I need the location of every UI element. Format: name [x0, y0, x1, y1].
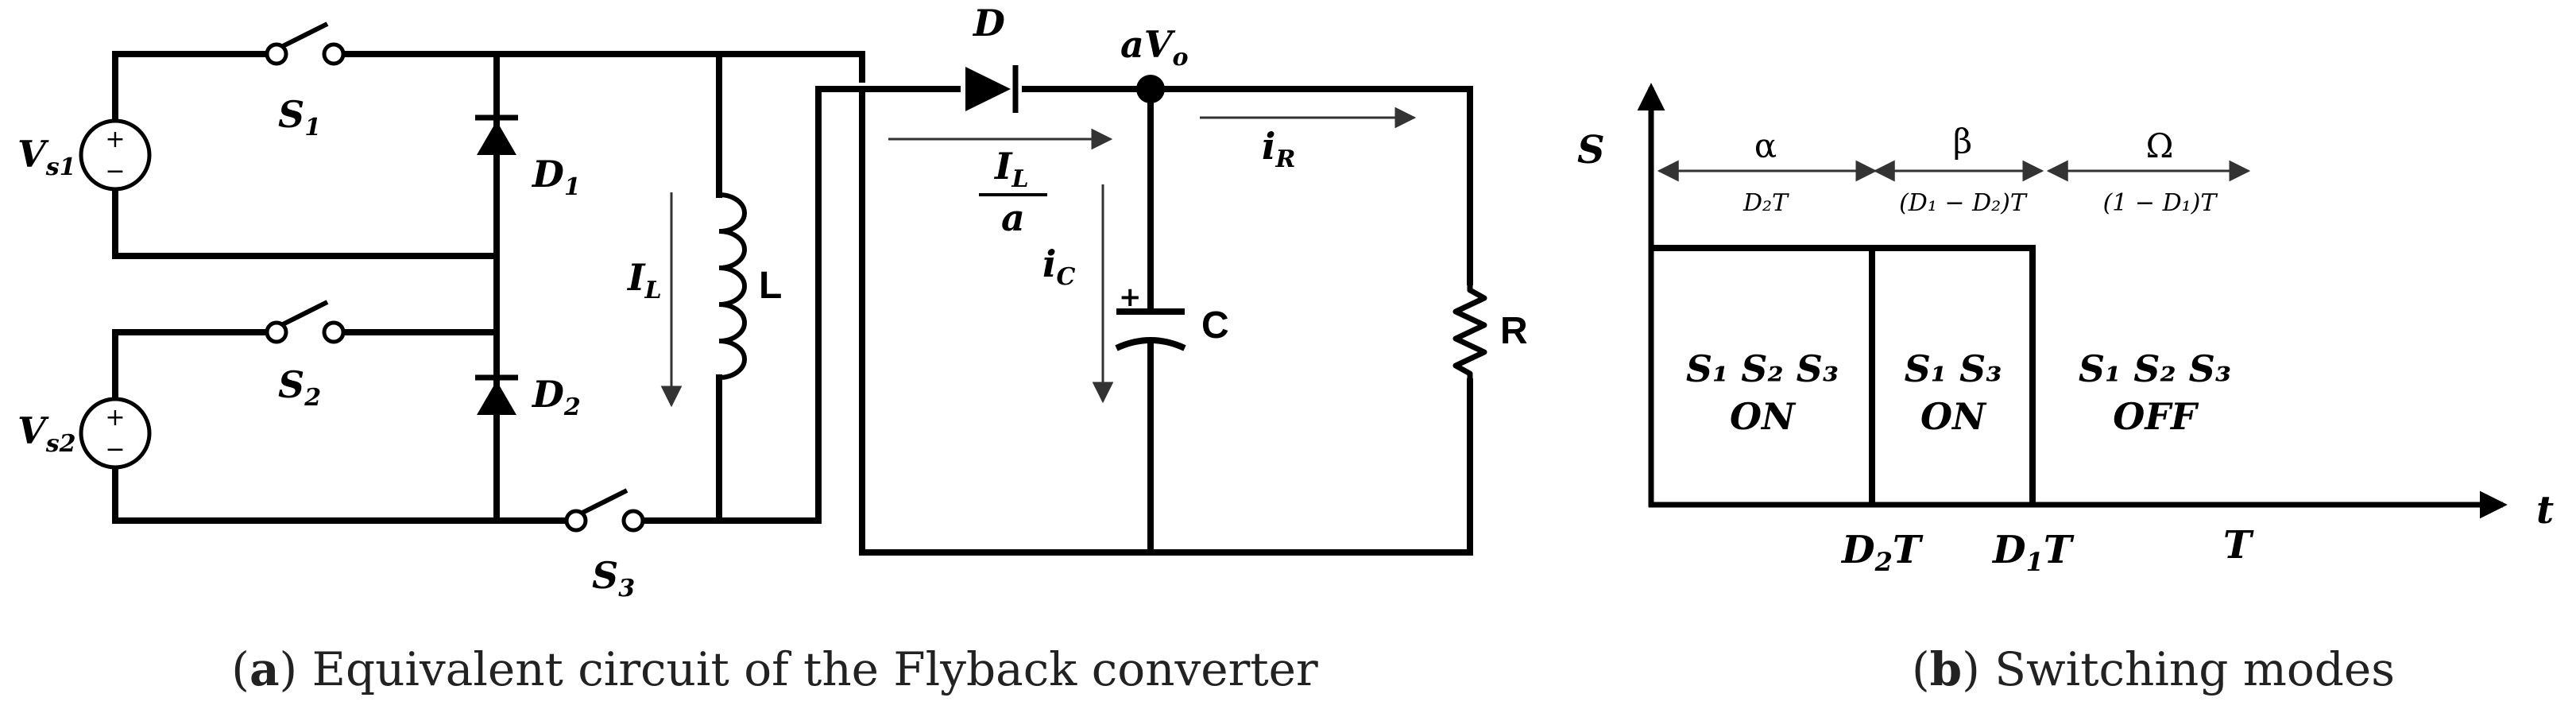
diode-d1-label: D1 — [531, 153, 581, 201]
load-current-label: iR — [1262, 125, 1295, 173]
caption-a: (a) Equivalent circuit of the Flyback co… — [231, 642, 1318, 696]
tick-d2t: D2T — [1840, 528, 1924, 577]
mode1-state: ON — [1730, 395, 1797, 438]
wire-secondary-left — [815, 86, 961, 524]
output-node-dot — [1136, 75, 1165, 103]
caption-b: (b) Switching modes — [1912, 642, 2395, 696]
capacitor-label: C — [1201, 304, 1229, 347]
capacitor: + — [1115, 281, 1186, 351]
tick-t: T — [2223, 523, 2254, 568]
switch-s3-label: S3 — [592, 554, 635, 603]
source2-plus: + — [105, 404, 125, 432]
switch-s1-label: S1 — [278, 93, 321, 141]
mode2-state: ON — [1920, 395, 1987, 438]
fraction-numerator: IL — [993, 145, 1029, 193]
diode-d1 — [475, 114, 518, 155]
voltage-source-2: + − — [79, 397, 152, 470]
x-axis-label: t — [2536, 488, 2554, 533]
diode-d2 — [475, 374, 518, 415]
source1-label: Vs1 — [17, 133, 75, 181]
resistor — [1452, 282, 1487, 382]
wire-source1-left — [112, 51, 500, 259]
alpha-duration: D₂T — [1742, 189, 1789, 217]
output-node-label: aVo — [1120, 23, 1189, 72]
wire-s1-right — [337, 51, 865, 83]
switch-s2-label: S2 — [278, 363, 321, 412]
diode-main-label: D — [972, 2, 1005, 45]
inductor-current-label: IL — [626, 256, 662, 304]
switch-s1 — [265, 21, 346, 66]
switch-s2 — [265, 300, 346, 344]
alpha-label: α — [1754, 126, 1777, 165]
mode3-state: OFF — [2113, 395, 2199, 438]
circuit-diagram — [112, 51, 1473, 556]
wire-source2-left — [112, 329, 571, 524]
capacitor-plus: + — [1119, 281, 1142, 313]
mode3-switches: S₁ S₂ S₃ — [2079, 347, 2231, 390]
y-axis-label: S — [1577, 128, 1605, 172]
voltage-source-1: + − — [79, 118, 152, 192]
wire-diode-out — [1022, 86, 1473, 285]
inductor-label: L — [759, 265, 782, 307]
omega-duration: (1 − D₁)T — [2103, 189, 2218, 217]
diode-d2-label: D2 — [531, 373, 581, 421]
source1-minus: − — [105, 157, 125, 185]
omega-label: Ω — [2146, 126, 2174, 165]
cap-current-label: iC — [1042, 242, 1075, 291]
diode-main — [965, 65, 1019, 113]
source1-plus: + — [105, 126, 125, 153]
beta-label: β — [1953, 122, 1972, 161]
resistor-label: R — [1500, 310, 1528, 352]
source2-minus: − — [105, 436, 125, 463]
mode1-switches: S₁ S₂ S₃ — [1686, 347, 1839, 390]
fraction-denominator: a — [1001, 196, 1025, 239]
switching-waveform — [1651, 245, 2036, 505]
beta-duration: (D₁ − D₂)T — [1899, 189, 2028, 217]
switch-s3 — [564, 488, 645, 533]
wire-return — [859, 86, 1473, 556]
tick-d1t: D1T — [1991, 528, 2075, 577]
inductor-coil — [718, 192, 747, 380]
source2-label: Vs2 — [17, 409, 75, 458]
mode2-switches: S₁ S₃ — [1905, 347, 2002, 390]
